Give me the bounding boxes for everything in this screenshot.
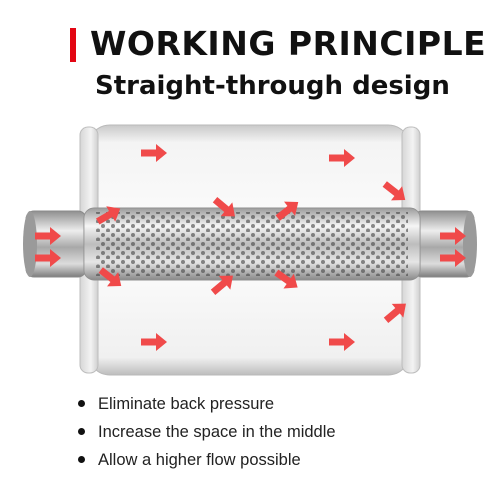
page-title: WORKING PRINCIPLE — [90, 24, 487, 63]
outlet-pipe — [413, 210, 477, 278]
feature-list: Eliminate back pressure Increase the spa… — [78, 392, 336, 476]
page-subtitle: Straight-through design — [95, 71, 450, 101]
title-accent-bar — [70, 28, 76, 62]
list-item: Increase the space in the middle — [78, 420, 336, 448]
feature-text: Increase the space in the middle — [98, 423, 336, 441]
inlet-pipe — [23, 210, 87, 278]
perforated-core — [83, 207, 421, 281]
list-item: Allow a higher flow possible — [78, 448, 336, 476]
feature-text: Eliminate back pressure — [98, 395, 275, 413]
bullet-icon — [78, 456, 85, 463]
list-item: Eliminate back pressure — [78, 392, 336, 420]
feature-text: Allow a higher flow possible — [98, 451, 301, 469]
bullet-icon — [78, 400, 85, 407]
bullet-icon — [78, 428, 85, 435]
muffler-illustration — [23, 124, 477, 376]
